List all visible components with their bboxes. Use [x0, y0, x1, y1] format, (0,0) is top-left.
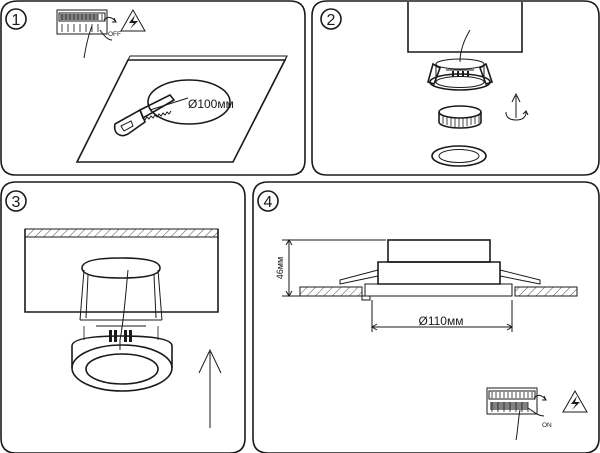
circuit-breaker-icon	[56, 9, 117, 59]
high-voltage-icon	[562, 389, 588, 413]
ceiling-section	[299, 286, 578, 297]
step-1-number: 1	[12, 12, 21, 29]
fixture-section	[339, 239, 541, 301]
up-arrow-icon	[198, 348, 222, 428]
step-4-badge	[257, 190, 279, 212]
trim-ring	[431, 145, 487, 167]
step-4-height-label: 46мм	[275, 257, 285, 279]
mounting-housing	[427, 58, 494, 91]
trim-ring	[71, 335, 173, 392]
saw-icon	[113, 93, 176, 137]
ceiling-slab	[75, 55, 288, 163]
step-1-hole-label: Ø100мм	[188, 97, 234, 111]
height-dimension	[282, 239, 386, 297]
step-1-panel: 1 OFF	[0, 0, 306, 176]
step-4-switch-label: ON	[542, 422, 552, 429]
step-4-width-label: Ø110мм	[419, 314, 464, 328]
step-2-panel: 2	[311, 0, 600, 176]
rotate-arrow-icon	[505, 92, 529, 121]
step-1-switch-label: OFF	[108, 31, 121, 38]
mounting-housing	[79, 257, 163, 342]
ceiling-block	[407, 2, 523, 53]
step-2-badge	[320, 8, 342, 30]
ceiling-slab	[24, 228, 219, 313]
led-module	[438, 105, 482, 129]
step-1-badge	[5, 8, 27, 30]
width-dimension	[371, 300, 513, 332]
step-4-panel: 4 46мм Ø110мм	[252, 181, 600, 453]
step-4-number: 4	[264, 194, 273, 211]
step-3-panel: 3	[0, 181, 246, 453]
step-2-number: 2	[327, 12, 336, 29]
step-3-number: 3	[12, 194, 21, 211]
cut-hole	[147, 79, 231, 125]
step-3-badge	[5, 190, 27, 212]
high-voltage-icon	[120, 8, 146, 32]
power-cable	[459, 29, 471, 63]
power-cable	[119, 269, 129, 350]
circuit-breaker-icon	[486, 387, 547, 441]
